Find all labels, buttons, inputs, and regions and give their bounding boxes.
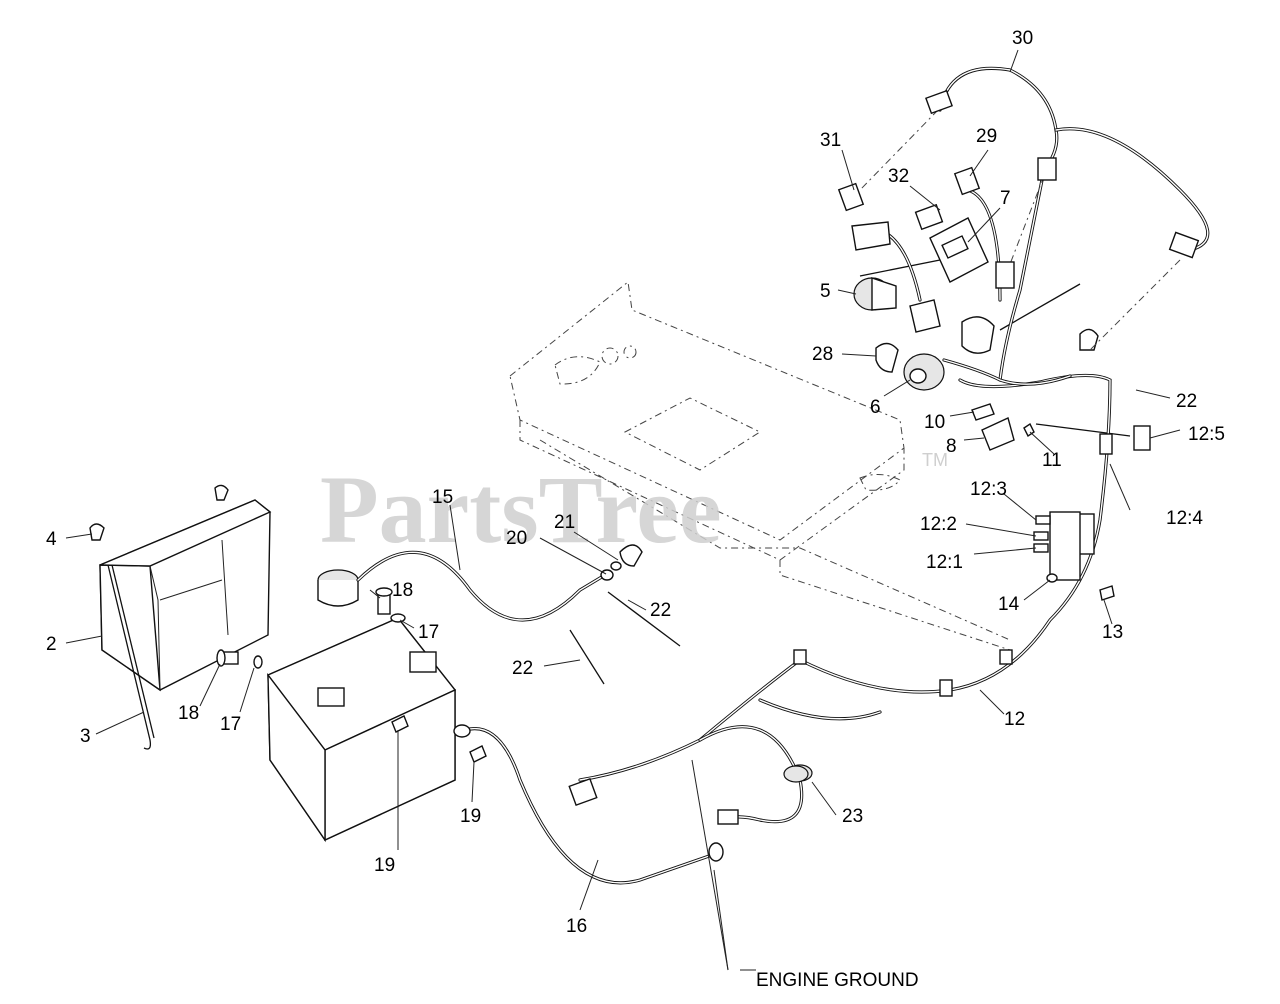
callout-29: 29 [976,126,997,147]
callout-17a: 17 [220,714,241,735]
upper-harness [859,66,1210,382]
battery-box [99,499,272,692]
hardware [216,544,643,763]
battery [266,617,457,843]
hold-down-rod [107,564,155,750]
callout-15: 15 [432,487,453,508]
callout-31: 31 [820,130,841,151]
callout-21: 21 [554,512,575,533]
callout-12: 12 [1004,709,1025,730]
callout-6: 6 [870,397,881,418]
callout-23: 23 [842,806,863,827]
callout-5: 5 [820,281,831,302]
callout-19b: 19 [460,806,481,827]
callout-12-2: 12:2 [920,514,957,535]
callout-12-3: 12:3 [970,479,1007,500]
callout-7: 7 [1000,188,1011,209]
components [783,277,1115,783]
watermark: PartsTree [320,456,722,563]
callout-3: 3 [80,726,91,747]
callouts: 4 2 3 18 17 18 17 19 19 15 20 21 22 22 1… [46,28,1225,991]
callout-12-5: 12:5 [1188,424,1225,445]
callout-17b: 17 [418,622,439,643]
callout-2: 2 [46,634,57,655]
callout-22a: 22 [650,600,671,621]
callout-20: 20 [506,528,527,549]
callout-10: 10 [924,412,945,433]
callout-32: 32 [888,166,909,187]
watermark-tm: TM [922,450,948,470]
callout-30: 30 [1012,28,1033,49]
callout-12-1: 12:1 [926,552,963,573]
callout-13: 13 [1102,622,1123,643]
positive-cable [317,550,607,622]
callout-19a: 19 [374,855,395,876]
switch-panel [837,166,1015,302]
callout-22c: 22 [1176,391,1197,412]
main-harness [568,328,1151,825]
callout-18b: 18 [392,580,413,601]
callout-22b: 22 [512,658,533,679]
callout-4: 4 [46,529,57,550]
callout-12-4: 12:4 [1166,508,1203,529]
cable-ties [569,259,1131,685]
frame-plate [509,281,1011,651]
engine-ground-label: ENGINE GROUND [756,970,919,991]
wing-nut [89,484,229,541]
callout-14: 14 [998,594,1020,615]
callout-8: 8 [946,436,957,457]
callout-16: 16 [566,916,587,937]
callout-11: 11 [1042,450,1062,471]
callout-18a: 18 [178,703,199,724]
leader-lines [65,49,1181,971]
callout-28: 28 [812,344,833,365]
negative-cable [453,724,724,885]
